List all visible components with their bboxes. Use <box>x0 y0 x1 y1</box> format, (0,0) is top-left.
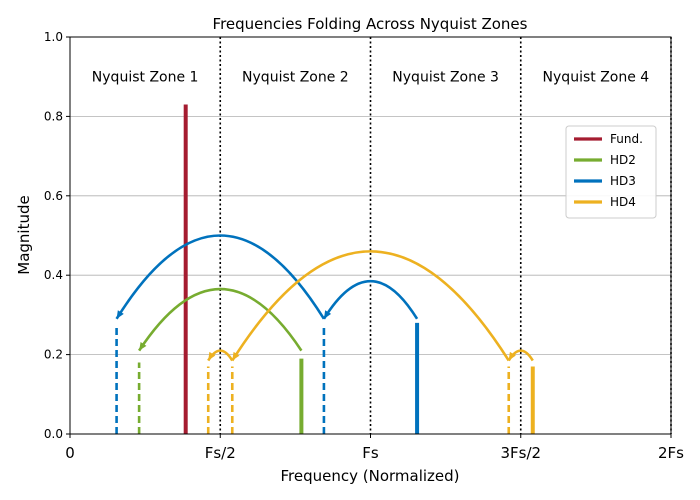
series-hd4 <box>206 250 535 434</box>
zone-label: Nyquist Zone 1 <box>92 70 199 86</box>
series-hd2 <box>137 287 304 434</box>
legend-label: HD4 <box>610 195 636 209</box>
fold-arrowhead <box>232 351 240 361</box>
legend-label: Fund. <box>610 132 643 146</box>
zone-boundaries <box>219 37 672 434</box>
legend-box <box>565 125 657 219</box>
zone-label: Nyquist Zone 2 <box>242 70 349 86</box>
y-tick-label: 0.6 <box>44 189 63 203</box>
x-tick-label: 0 <box>65 444 75 462</box>
x-tick-label: 3Fs/2 <box>500 444 541 462</box>
x-tick-label: Fs <box>362 444 379 462</box>
x-axis-label: Frequency (Normalized) <box>280 467 459 485</box>
fold-arrowhead <box>508 351 516 361</box>
x-tick-label: 2Fs <box>658 444 684 462</box>
fold-arc <box>322 280 419 320</box>
y-axis-ticks: 0.0 0.2 0.4 0.6 0.8 1.0 <box>44 30 70 441</box>
fold-arc <box>138 287 303 352</box>
legend-label: HD2 <box>610 153 636 167</box>
legend-label: HD3 <box>610 174 636 188</box>
zone-label: Nyquist Zone 4 <box>543 70 650 86</box>
plot-area <box>115 104 535 434</box>
y-tick-label: 0.8 <box>44 109 63 123</box>
chart-title: Frequencies Folding Across Nyquist Zones <box>213 15 528 33</box>
fold-arc <box>231 250 510 362</box>
x-tick-label: Fs/2 <box>205 444 236 462</box>
zone-label: Nyquist Zone 3 <box>392 70 499 86</box>
series-hd3 <box>115 234 420 434</box>
fold-arrowhead <box>208 351 216 361</box>
fold-arrowhead <box>116 310 124 319</box>
y-tick-label: 0.2 <box>44 348 63 362</box>
y-tick-label: 0.0 <box>44 427 63 441</box>
x-axis-ticks: 0 Fs/2 Fs 3Fs/2 2Fs <box>65 434 684 462</box>
y-tick-label: 1.0 <box>44 30 63 44</box>
y-axis-label: Magnitude <box>15 195 33 274</box>
fold-arrowhead <box>323 310 332 319</box>
y-tick-label: 0.4 <box>44 268 63 282</box>
zone-labels: Nyquist Zone 1 Nyquist Zone 2 Nyquist Zone… <box>92 70 649 86</box>
fold-arrowhead <box>139 342 147 351</box>
